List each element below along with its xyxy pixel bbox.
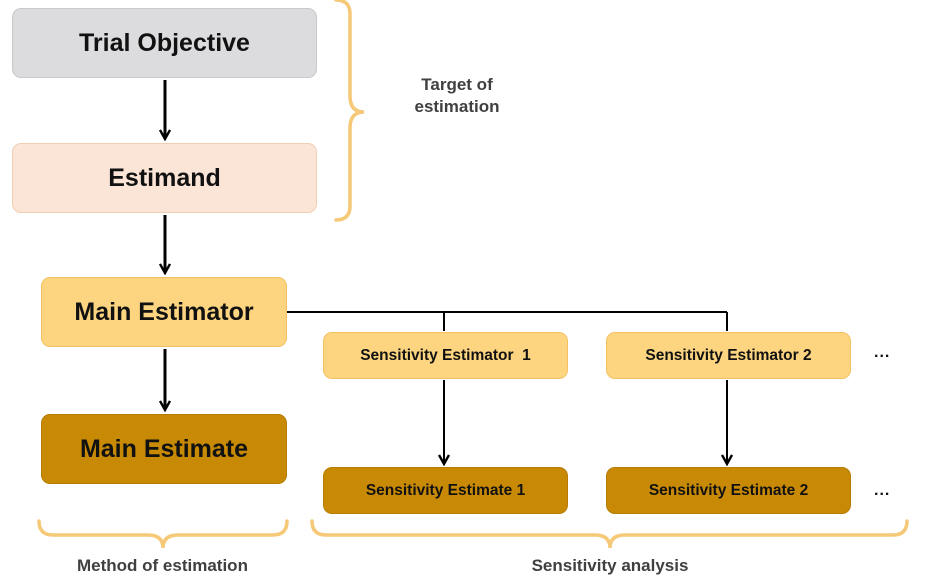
trial-objective-label: Trial Objective xyxy=(79,28,250,57)
sensitivity-estimator-2-label: Sensitivity Estimator 2 xyxy=(645,346,812,364)
target-of-estimation-label: Target of estimation xyxy=(392,74,522,118)
sensitivity-analysis-label: Sensitivity analysis xyxy=(531,556,689,575)
target-label-line1: Target of xyxy=(421,75,493,94)
estimand-box: Estimand xyxy=(12,143,317,213)
main-estimate-label: Main Estimate xyxy=(79,434,249,463)
trial-objective-box: Trial Objective xyxy=(12,8,317,78)
main-estimate-box: Main Estimate xyxy=(41,414,287,484)
sensitivity-estimator-2-box: Sensitivity Estimator 2 xyxy=(606,332,851,379)
brace-sensitivity-analysis xyxy=(310,519,909,549)
main-estimator-label: Main Estimator xyxy=(74,297,254,326)
sensitivity-estimate-1-label: Sensitivity Estimate 1 xyxy=(365,481,526,499)
sensitivity-estimator-1-label: Sensitivity Estimator 1 xyxy=(360,346,531,364)
target-label-line2: estimation xyxy=(414,97,500,116)
sensitivity-estimate-2-box: Sensitivity Estimate 2 xyxy=(606,467,851,514)
main-estimator-box: Main Estimator xyxy=(41,277,287,347)
estimand-label: Estimand xyxy=(108,163,221,192)
brace-target-of-estimation xyxy=(334,0,365,222)
sensitivity-estimator-1-box: Sensitivity Estimator 1 xyxy=(323,332,568,379)
brace-method-of-estimation xyxy=(37,519,289,549)
connector-to-sensitivity-estimators xyxy=(287,311,728,331)
continuation-ellipsis-estimators: ... xyxy=(874,344,891,361)
method-of-estimation-label: Method of estimation xyxy=(77,556,248,575)
sensitivity-estimate-2-label: Sensitivity Estimate 2 xyxy=(648,481,809,499)
sensitivity-estimate-1-box: Sensitivity Estimate 1 xyxy=(323,467,568,514)
continuation-ellipsis-estimates: ... xyxy=(874,482,891,499)
